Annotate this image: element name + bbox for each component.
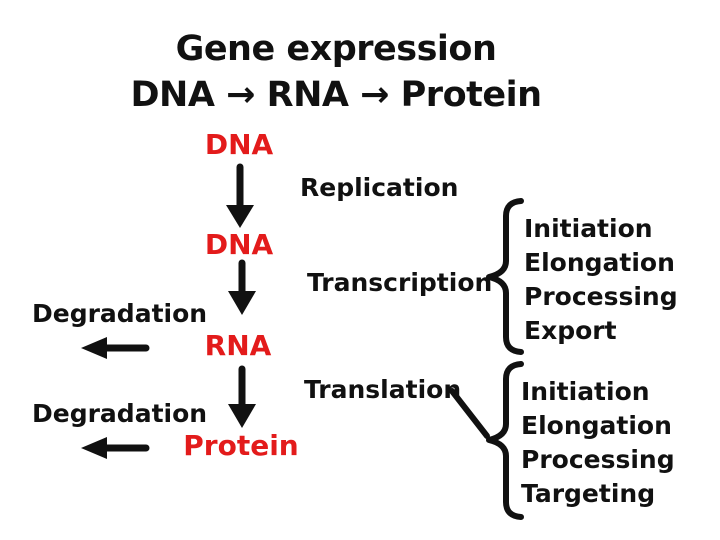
down-arrow-replication-icon <box>226 163 254 228</box>
left-arrow-rna-degradation-icon <box>81 337 150 359</box>
translation-step: Targeting <box>521 479 656 508</box>
stage-rna: RNA <box>204 329 272 362</box>
transcription-step: Initiation <box>524 214 653 243</box>
down-arrow-transcription-icon <box>228 259 256 315</box>
replication-label: Replication <box>300 173 459 202</box>
translation-label: Translation <box>304 375 462 404</box>
left-arrow-protein-degradation-icon <box>81 437 150 459</box>
translation-step: Processing <box>521 445 675 474</box>
protein-degradation-label: Degradation <box>32 399 208 428</box>
stage-dna-2: DNA <box>204 228 274 261</box>
translation-brace <box>486 361 524 520</box>
title-line-2: DNA → RNA → Protein <box>130 75 543 115</box>
transcription-label: Transcription <box>307 268 493 297</box>
title-line-1: Gene expression <box>175 29 497 69</box>
slide-title: Gene expression DNA → RNA → Protein <box>0 26 672 118</box>
transcription-step: Elongation <box>524 248 675 277</box>
stage-dna-1: DNA <box>204 128 274 161</box>
transcription-step: Export <box>524 316 617 345</box>
stage-protein: Protein <box>183 429 299 462</box>
rna-degradation-label: Degradation <box>32 299 208 328</box>
translation-step: Elongation <box>521 411 672 440</box>
transcription-steps-list: Initiation Elongation Processing Export <box>524 212 678 348</box>
translation-step: Initiation <box>521 377 650 406</box>
translation-connector-line <box>449 388 490 439</box>
down-arrow-translation-icon <box>228 365 256 428</box>
transcription-step: Processing <box>524 282 678 311</box>
transcription-brace <box>486 198 524 355</box>
translation-steps-list: Initiation Elongation Processing Targeti… <box>521 375 675 511</box>
